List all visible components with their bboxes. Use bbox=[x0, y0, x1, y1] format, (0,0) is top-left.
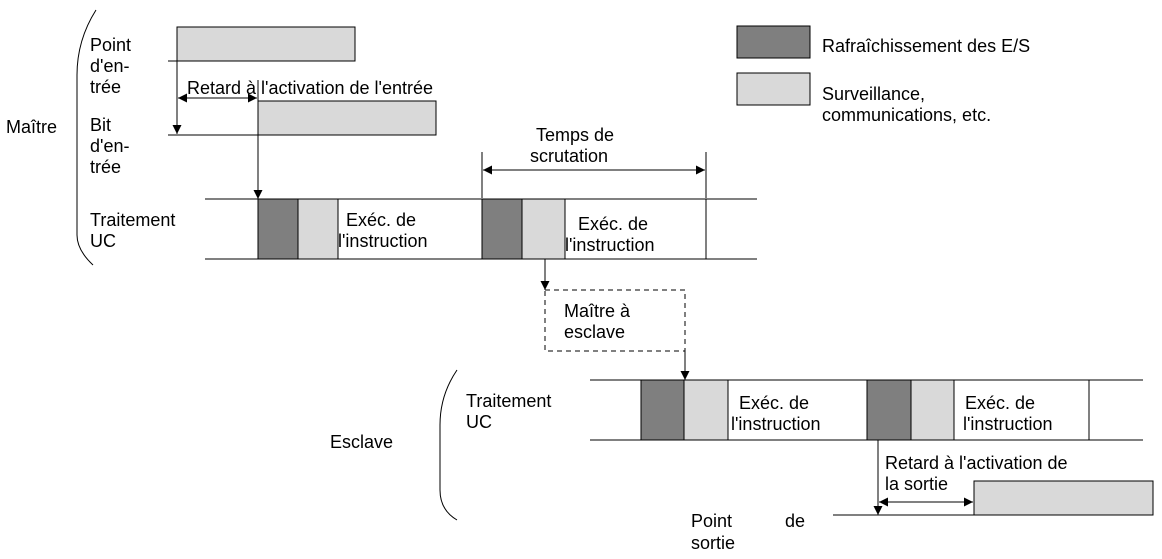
slave-monitoring-1 bbox=[683, 379, 729, 441]
input-point-label-2: d'en- bbox=[90, 56, 130, 76]
input-bit-label-2: d'en- bbox=[90, 136, 130, 156]
input-point-pulse bbox=[176, 26, 356, 62]
transfer-label-2: esclave bbox=[564, 322, 626, 342]
legend-io-refresh-label: Rafraîchissement des E/S bbox=[822, 36, 1031, 56]
slave-exec-1-label-1: Exéc. de bbox=[739, 393, 810, 413]
master-cpu-label-2: UC bbox=[90, 231, 116, 251]
output-delay-label-1: Retard à l'activation de bbox=[885, 453, 1068, 473]
slave-exec-2 bbox=[953, 379, 1090, 441]
legend-io-refresh-swatch bbox=[736, 25, 811, 59]
input-point-label-3: trée bbox=[90, 77, 122, 97]
input-bit-pulse bbox=[257, 100, 437, 136]
legend-monitoring-label-1: Surveillance, bbox=[822, 84, 926, 104]
slave-bracket bbox=[439, 369, 458, 521]
input-delay-label: Retard à l'activation de l'entrée bbox=[187, 78, 434, 98]
master-monitoring-1 bbox=[297, 198, 339, 260]
input-bit-label-1: Bit bbox=[90, 115, 112, 135]
master-io-refresh-1 bbox=[257, 198, 299, 260]
master-exec-1-label-2: l'instruction bbox=[338, 231, 428, 251]
slave-monitoring-2 bbox=[910, 379, 955, 441]
transfer-label-1: Maître à bbox=[564, 301, 631, 321]
master-io-refresh-2 bbox=[481, 198, 523, 260]
scan-time-label-2: scrutation bbox=[530, 146, 609, 166]
slave-cpu-label-1: Traitement bbox=[466, 391, 552, 411]
output-point-word: Point bbox=[691, 511, 733, 531]
master-exec-2-label-2: l'instruction bbox=[565, 235, 655, 255]
scan-time-label-1: Temps de bbox=[536, 125, 615, 145]
slave-exec-1-label-2: l'instruction bbox=[731, 414, 821, 434]
master-monitoring-2 bbox=[521, 198, 566, 260]
master-bracket bbox=[76, 9, 97, 266]
master-exec-2-label-1: Exéc. de bbox=[578, 214, 649, 234]
master-exec-1-label-1: Exéc. de bbox=[346, 210, 417, 230]
master-exec-2 bbox=[564, 198, 707, 260]
master-exec-1 bbox=[337, 198, 483, 260]
slave-io-refresh-2 bbox=[866, 379, 912, 441]
transfer-box bbox=[544, 289, 686, 352]
slave-exec-2-label-2: l'instruction bbox=[963, 414, 1053, 434]
slave-cpu-strip bbox=[590, 379, 1143, 441]
output-point-label-2: sortie bbox=[691, 533, 736, 553]
slave-cpu-label-2: UC bbox=[466, 412, 492, 432]
output-point-label-1: Point de bbox=[691, 511, 805, 532]
slave-label: Esclave bbox=[330, 432, 394, 452]
slave-io-refresh-1 bbox=[640, 379, 685, 441]
slave-exec-2-label-1: Exéc. de bbox=[965, 393, 1036, 413]
master-cpu-strip bbox=[205, 198, 757, 260]
master-label: Maître bbox=[6, 117, 58, 137]
input-point-label-1: Point bbox=[90, 35, 132, 55]
legend-monitoring-label-2: communications, etc. bbox=[822, 105, 992, 125]
output-delay-label-2: la sortie bbox=[885, 474, 949, 494]
output-point-de: de bbox=[784, 511, 805, 531]
input-bit-label-3: trée bbox=[90, 157, 122, 177]
master-cpu-label-1: Traitement bbox=[90, 210, 176, 230]
output-point-pulse bbox=[973, 480, 1154, 516]
legend-monitoring-swatch bbox=[736, 72, 811, 106]
